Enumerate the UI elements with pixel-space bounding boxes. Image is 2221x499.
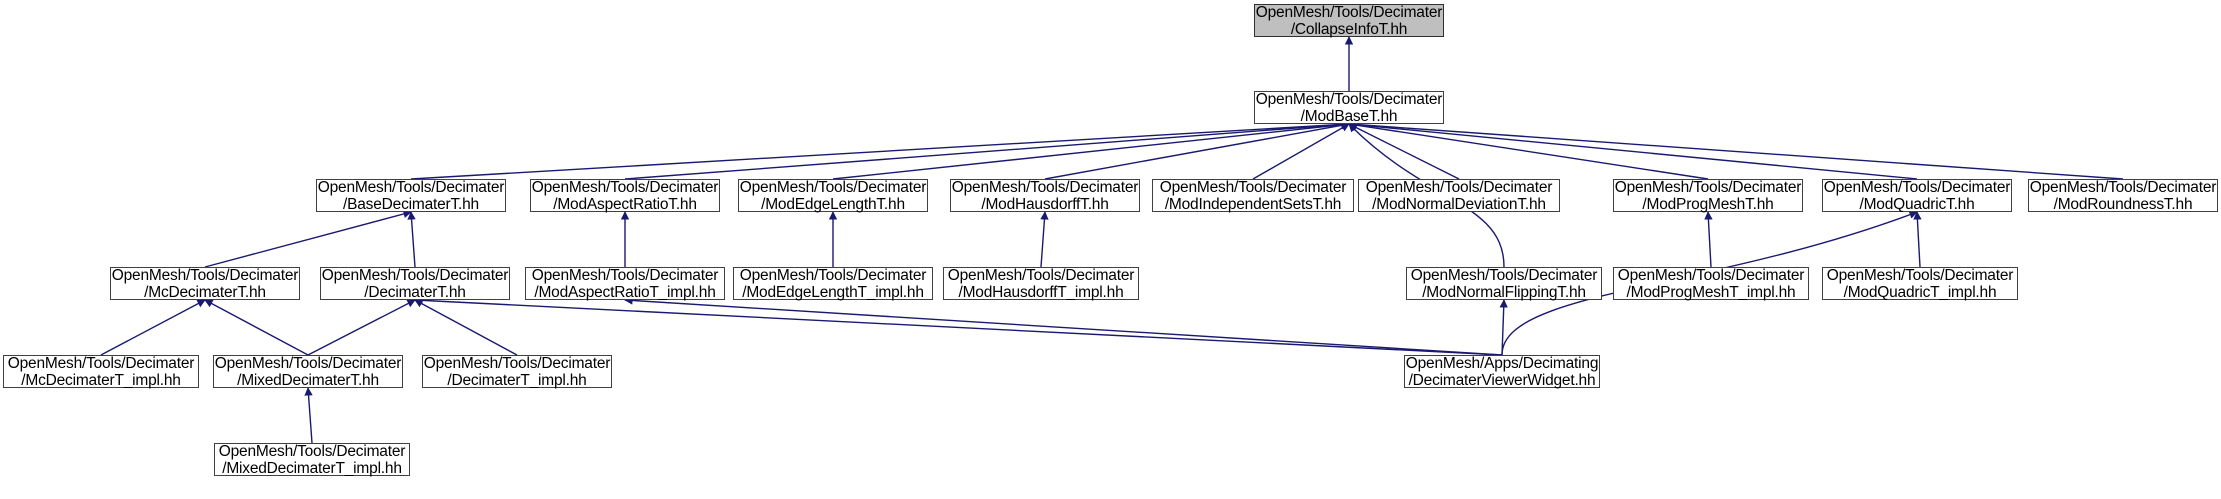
graph-node-modaspectratio[interactable]: OpenMesh/Tools/Decimater/ModAspectRatioT…	[530, 178, 720, 213]
graph-edge-modprogmesh_impl-to-modprogmesh	[1704, 211, 1713, 268]
graph-node-decimater[interactable]: OpenMesh/Tools/Decimater/DecimaterT.hh	[320, 266, 510, 301]
graph-edge-mcdecimater-to-basedecimater	[204, 209, 412, 268]
node-label-file: /ModNormalFlippingT.hh	[1422, 283, 1586, 301]
node-label-path: OpenMesh/Tools/Decimater	[951, 178, 1139, 196]
graph-edge-modedgelength-to-modbase	[832, 120, 1350, 180]
graph-edge-decimaterviewerwidget-to-decimater	[414, 296, 1503, 356]
graph-node-modroundness[interactable]: OpenMesh/Tools/Decimater/ModRoundnessT.h…	[2028, 178, 2218, 213]
node-label-file: /ModRoundnessT.hh	[2053, 195, 2193, 213]
graph-edge-modquadric-to-modbase	[1348, 120, 1918, 180]
node-label-file: /ModQuadricT.hh	[1859, 195, 1975, 213]
graph-node-decimaterviewerwidget[interactable]: OpenMesh/Apps/Decimating/DecimaterViewer…	[1404, 354, 1600, 389]
node-label-file: /McDecimaterT_impl.hh	[21, 371, 181, 389]
graph-node-modindependentsets[interactable]: OpenMesh/Tools/Decimater/ModIndependentS…	[1152, 178, 1354, 213]
graph-edge-basedecimater-to-modbase	[410, 120, 1350, 180]
node-label-file: /MixedDecimaterT.hh	[237, 371, 379, 389]
node-label-file: /ModAspectRatioT_impl.hh	[534, 283, 716, 301]
node-label-path: OpenMesh/Tools/Decimater	[214, 354, 402, 372]
node-label-path: OpenMesh/Tools/Decimater	[1159, 178, 1347, 196]
node-label-file: /ModAspectRatioT.hh	[553, 195, 697, 213]
graph-edge-mixeddecimater-to-decimater	[307, 299, 416, 356]
graph-node-mixeddecimater_impl[interactable]: OpenMesh/Tools/Decimater/MixedDecimaterT…	[214, 442, 410, 477]
node-label-file: /DecimaterT_impl.hh	[447, 371, 587, 389]
graph-node-mixeddecimater[interactable]: OpenMesh/Tools/Decimater/MixedDecimaterT…	[213, 354, 403, 389]
node-label-path: OpenMesh/Tools/Decimater	[1255, 3, 1443, 21]
graph-node-modbase[interactable]: OpenMesh/Tools/Decimater/ModBaseT.hh	[1254, 90, 1444, 125]
graph-node-collapseinfo[interactable]: OpenMesh/Tools/Decimater/CollapseInfoT.h…	[1254, 3, 1444, 38]
node-label-path: OpenMesh/Tools/Decimater	[1255, 90, 1443, 108]
node-label-file: /ModHausdorffT.hh	[981, 195, 1109, 213]
node-label-path: OpenMesh/Tools/Decimater	[1614, 178, 1802, 196]
node-label-file: /ModIndependentSetsT.hh	[1164, 195, 1342, 213]
graph-edge-modindependentsets-to-modbase	[1252, 123, 1350, 180]
graph-edge-modprogmesh-to-modbase	[1348, 120, 1709, 180]
graph-node-mcdecimater_impl[interactable]: OpenMesh/Tools/Decimater/McDecimaterT_im…	[3, 354, 199, 389]
graph-node-modaspectratio_impl[interactable]: OpenMesh/Tools/Decimater/ModAspectRatioT…	[525, 266, 725, 301]
node-label-file: /ModProgMeshT.hh	[1642, 195, 1774, 213]
graph-node-modnormaldeviation[interactable]: OpenMesh/Tools/Decimater/ModNormalDeviat…	[1358, 178, 1560, 213]
node-label-file: /BaseDecimaterT.hh	[343, 195, 479, 213]
node-label-path: OpenMesh/Tools/Decimater	[317, 178, 505, 196]
graph-node-modprogmesh_impl[interactable]: OpenMesh/Tools/Decimater/ModProgMeshT_im…	[1613, 266, 1809, 301]
node-label-path: OpenMesh/Tools/Decimater	[739, 178, 927, 196]
node-label-file: /ModNormalDeviationT.hh	[1372, 195, 1546, 213]
graph-node-modprogmesh[interactable]: OpenMesh/Tools/Decimater/ModProgMeshT.hh	[1613, 178, 1803, 213]
node-label-path: OpenMesh/Tools/Decimater	[218, 442, 406, 460]
node-label-path: OpenMesh/Tools/Decimater	[321, 266, 509, 284]
node-label-path: OpenMesh/Tools/Decimater	[2029, 178, 2217, 196]
node-label-path: OpenMesh/Tools/Decimater	[7, 354, 195, 372]
graph-edge-modnormaldeviation-to-modbase	[1348, 123, 1460, 180]
node-label-file: /ModEdgeLengthT_impl.hh	[742, 283, 924, 301]
graph-node-modnormalflipping[interactable]: OpenMesh/Tools/Decimater/ModNormalFlippi…	[1406, 266, 1602, 301]
node-label-path: OpenMesh/Tools/Decimater	[531, 178, 719, 196]
graph-edge-decimaterviewerwidget-to-modnormalflipping	[1499, 299, 1508, 356]
node-label-path: OpenMesh/Tools/Decimater	[531, 266, 719, 284]
graph-edge-modhausdorff-to-modbase	[1044, 121, 1350, 180]
node-label-path: OpenMesh/Tools/Decimater	[1365, 178, 1553, 196]
graph-edge-mixeddecimater-to-mcdecimater	[204, 299, 309, 356]
graph-node-mcdecimater[interactable]: OpenMesh/Tools/Decimater/McDecimaterT.hh	[110, 266, 300, 301]
graph-node-modedgelength[interactable]: OpenMesh/Tools/Decimater/ModEdgeLengthT.…	[738, 178, 928, 213]
node-label-path: OpenMesh/Tools/Decimater	[1826, 266, 2014, 284]
graph-edge-modquadric_impl-to-modquadric	[1913, 211, 1922, 268]
graph-node-basedecimater[interactable]: OpenMesh/Tools/Decimater/BaseDecimaterT.…	[316, 178, 506, 213]
node-label-file: /CollapseInfoT.hh	[1290, 20, 1408, 38]
graph-edge-modaspectratio-to-modbase	[624, 120, 1350, 180]
graph-node-modquadric_impl[interactable]: OpenMesh/Tools/Decimater/ModQuadricT_imp…	[1822, 266, 2018, 301]
node-label-path: OpenMesh/Tools/Decimater	[111, 266, 299, 284]
node-label-path: OpenMesh/Tools/Decimater	[1823, 178, 2011, 196]
graph-edge-decimaterviewerwidget-to-modaspectratio_impl	[624, 296, 1503, 356]
node-label-path: OpenMesh/Tools/Decimater	[947, 266, 1135, 284]
graph-edge-mixeddecimater_impl-to-mixeddecimater	[304, 387, 313, 444]
node-label-file: /ModHausdorffT_impl.hh	[958, 283, 1124, 301]
node-label-file: /DecimaterT.hh	[364, 283, 466, 301]
graph-node-modhausdorff[interactable]: OpenMesh/Tools/Decimater/ModHausdorffT.h…	[950, 178, 1140, 213]
node-label-file: /ModEdgeLengthT.hh	[761, 195, 905, 213]
node-label-path: OpenMesh/Apps/Decimating	[1405, 354, 1599, 372]
graph-edge-modhausdorff_impl-to-modhausdorff	[1040, 211, 1049, 268]
graph-edge-decimater-to-basedecimater	[407, 211, 416, 268]
graph-node-decimater_impl[interactable]: OpenMesh/Tools/Decimater/DecimaterT_impl…	[422, 354, 612, 389]
node-label-path: OpenMesh/Tools/Decimater	[423, 354, 611, 372]
graph-node-modquadric[interactable]: OpenMesh/Tools/Decimater/ModQuadricT.hh	[1822, 178, 2012, 213]
node-label-file: /ModQuadricT_impl.hh	[1843, 283, 1997, 301]
node-label-path: OpenMesh/Tools/Decimater	[1410, 266, 1598, 284]
node-label-file: /ModBaseT.hh	[1300, 107, 1398, 125]
node-label-file: /DecimaterViewerWidget.hh	[1408, 371, 1596, 389]
node-label-path: OpenMesh/Tools/Decimater	[739, 266, 927, 284]
node-label-file: /MixedDecimaterT_impl.hh	[222, 459, 402, 477]
node-label-path: OpenMesh/Tools/Decimater	[1617, 266, 1805, 284]
graph-edge-modroundness-to-modbase	[1348, 120, 2124, 180]
graph-node-modedgelength_impl[interactable]: OpenMesh/Tools/Decimater/ModEdgeLengthT_…	[733, 266, 933, 301]
graph-node-modhausdorff_impl[interactable]: OpenMesh/Tools/Decimater/ModHausdorffT_i…	[943, 266, 1139, 301]
graph-edge-mcdecimater_impl-to-mcdecimater	[100, 299, 206, 356]
node-label-file: /McDecimaterT.hh	[144, 283, 266, 301]
graph-edge-decimater_impl-to-decimater	[414, 299, 518, 356]
node-label-file: /ModProgMeshT_impl.hh	[1626, 283, 1796, 301]
